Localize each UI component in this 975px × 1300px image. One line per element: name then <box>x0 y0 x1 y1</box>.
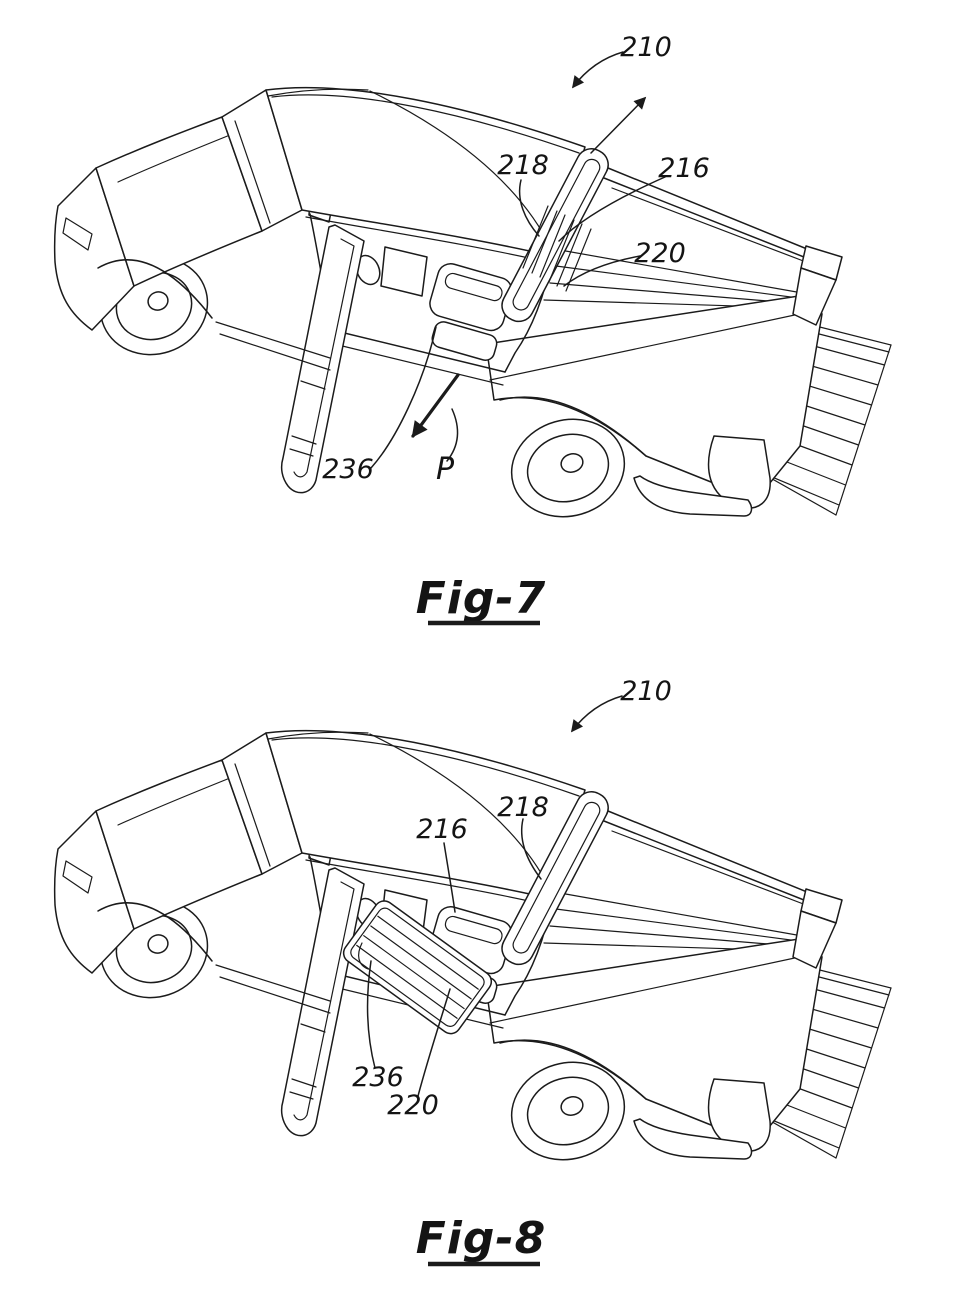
ref-label-220-fig8: 220 <box>387 1090 439 1121</box>
truck-drawing-fig7 <box>53 86 892 531</box>
leader-236-fig8 <box>366 960 376 1069</box>
ref-label-236-fig8: 236 <box>352 1062 404 1093</box>
ref-label-236-fig7: 236 <box>322 454 374 485</box>
leader-236-fig7 <box>370 326 437 469</box>
leader-218-fig7 <box>518 179 540 237</box>
ref-label-216-fig7: 216 <box>658 153 710 184</box>
ref-label-218-fig7: 218 <box>497 150 549 181</box>
leader-P-fig7 <box>446 408 459 462</box>
leader-216-fig8 <box>443 842 456 913</box>
stowed-divider-panel-fig8 <box>342 900 493 1035</box>
leader-220-fig7 <box>563 255 641 287</box>
ref-label-216-fig8: 216 <box>416 814 468 845</box>
caption-fig7: Fig-7 <box>416 573 547 624</box>
ref-label-210-fig8: 210 <box>620 676 672 707</box>
seat-bracket-fig8 <box>358 942 369 970</box>
removal-direction-arrow <box>590 96 647 154</box>
ref-label-210-fig7: 210 <box>620 32 672 63</box>
leader-210-fig8 <box>570 695 623 733</box>
leader-218-fig8 <box>521 818 542 880</box>
insertion-direction-arrow <box>411 373 460 438</box>
leader-220-fig8 <box>417 988 451 1097</box>
caption-fig8: Fig-8 <box>416 1213 547 1264</box>
truck-drawing-fig8 <box>53 729 892 1174</box>
ref-label-220-fig7: 220 <box>634 238 686 269</box>
leader-210-fig7 <box>571 51 624 89</box>
ref-label-P-fig7: P <box>436 452 455 487</box>
figure-8: 210 218 216 236 220 Fig-8 <box>53 676 892 1267</box>
ref-label-218-fig8: 218 <box>497 792 549 823</box>
figure-7: 210 218 216 220 236 P Fig-7 <box>53 32 892 626</box>
leader-216-fig7 <box>558 176 666 242</box>
